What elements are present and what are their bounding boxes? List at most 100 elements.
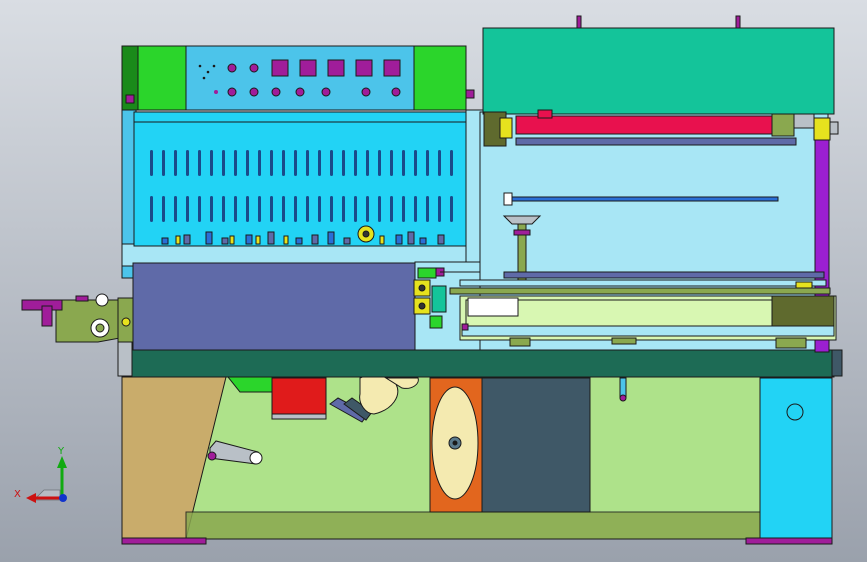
blue-rod [507, 196, 779, 202]
slot [402, 150, 405, 176]
connector-part [295, 237, 303, 245]
left-foot [121, 537, 207, 545]
mid-teal-block [431, 285, 447, 313]
connector-part [395, 234, 403, 245]
slot [222, 150, 225, 176]
mid-green-block [417, 267, 437, 279]
panel-indicator-dot [214, 90, 218, 94]
spindle-collar [513, 229, 531, 236]
base-floor-beam [185, 511, 761, 540]
slot [318, 150, 321, 176]
connector-part [205, 231, 213, 245]
terminal-part [379, 235, 385, 245]
right-lower-rail-1 [503, 271, 825, 279]
slot [450, 196, 453, 222]
triad-x-arrow [26, 493, 36, 503]
panel-indicator-dot [198, 64, 202, 68]
right-teal-cover [482, 27, 835, 115]
triad-x-label: X [14, 489, 21, 500]
bench-right-clamp [831, 349, 843, 377]
connector-part [267, 231, 275, 245]
slot [258, 196, 261, 222]
right-cyan-cabinet [759, 377, 833, 540]
control-buttons [198, 59, 401, 97]
feeder-top-roll [95, 293, 109, 307]
cabinet-pulley-hub [362, 230, 370, 238]
slot [258, 150, 261, 176]
slot [438, 150, 441, 176]
red-roller-hub [537, 109, 553, 119]
linkage-end [249, 451, 263, 465]
slot [282, 150, 285, 176]
connector-part [437, 234, 445, 245]
terminal-part [255, 235, 261, 245]
triad-y-arrow [57, 456, 67, 468]
slot [366, 196, 369, 222]
slot [438, 196, 441, 222]
panel-indicator-dot [202, 76, 206, 80]
triad-z-origin [59, 494, 67, 502]
slot [222, 196, 225, 222]
control-panel [185, 45, 415, 111]
slot [246, 196, 249, 222]
panel-round-knob [321, 87, 331, 97]
connector-part [183, 234, 191, 245]
tray-magenta-knob [461, 323, 469, 331]
motor-mount [271, 413, 327, 420]
connector-part [327, 231, 335, 245]
panel-indicator-dot [212, 64, 216, 68]
feeder-plate [55, 299, 121, 343]
cover-pin-right [735, 15, 741, 29]
slot [174, 196, 177, 222]
panel-indicator-dot [206, 70, 210, 74]
bench-left-bracket [117, 339, 133, 377]
slot [174, 150, 177, 176]
slot [162, 196, 165, 222]
feeder-coupling-ring [121, 317, 131, 327]
cam-hub-center [452, 440, 458, 446]
roller-gray-cap [793, 113, 815, 129]
small-post-knob [619, 394, 627, 402]
panel-square-button [383, 59, 401, 77]
panel-round-knob [391, 87, 401, 97]
slot [414, 196, 417, 222]
right-lower-rail-2 [459, 279, 827, 287]
panel-square-button [271, 59, 289, 77]
feeder-clip [75, 295, 89, 302]
slot [354, 196, 357, 222]
panel-square-button [355, 59, 373, 77]
slot [234, 196, 237, 222]
slot [282, 196, 285, 222]
slot [198, 150, 201, 176]
slot [366, 150, 369, 176]
blue-rod-end [503, 192, 513, 206]
connector-part [245, 234, 253, 245]
panel-square-button [327, 59, 345, 77]
terminal-part [229, 235, 235, 245]
slot [210, 196, 213, 222]
slot [306, 196, 309, 222]
slot [330, 196, 333, 222]
slot [354, 150, 357, 176]
slot [426, 196, 429, 222]
slot [162, 150, 165, 176]
left-motor-yellow [499, 117, 513, 139]
panel-round-knob [249, 87, 259, 97]
dark-slate-panel [481, 377, 591, 513]
panel-clip-right [465, 89, 475, 99]
right-foot [745, 537, 833, 545]
right-end-cap [813, 117, 831, 141]
slot [210, 150, 213, 176]
terminal-part [283, 235, 289, 245]
slot [342, 196, 345, 222]
connector-part [343, 237, 351, 245]
slot [414, 150, 417, 176]
slot [378, 196, 381, 222]
panel-round-knob [249, 63, 259, 73]
red-roller [515, 115, 775, 135]
slot [318, 196, 321, 222]
mid-roll-hub-1 [418, 284, 426, 292]
connector-part [407, 231, 415, 245]
